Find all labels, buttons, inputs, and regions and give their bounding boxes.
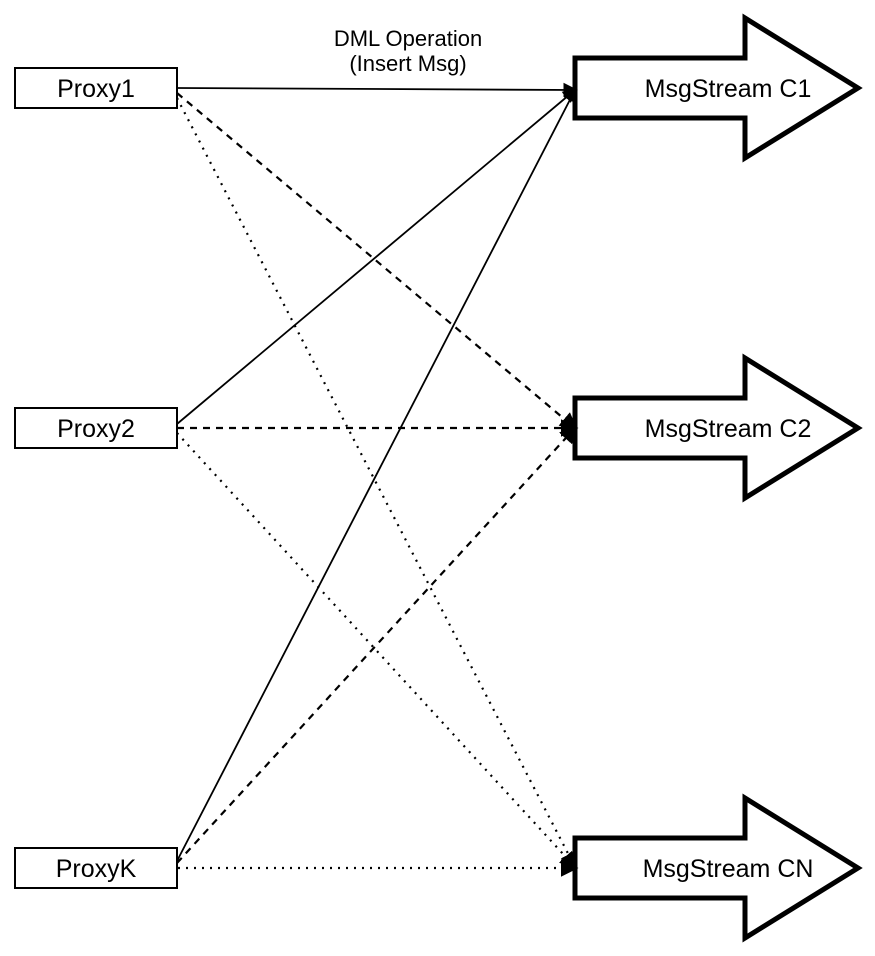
edge-proxy1-cn [176, 97, 577, 871]
proxy1-label: Proxy1 [57, 75, 135, 103]
edge-proxy2-c1 [176, 88, 578, 425]
edge-proxy2-cn [176, 432, 578, 870]
proxy2-node [14, 407, 178, 449]
edge-proxy1-c2 [176, 92, 578, 431]
proxy1-node [14, 67, 178, 109]
edge-title-line2: (Insert Msg) [349, 51, 466, 76]
stream-c2-label: MsgStream C2 [645, 415, 812, 443]
edge-proxyk-c1 [176, 87, 577, 862]
edge-title-line1: DML Operation [334, 26, 482, 51]
edge-proxyk-c2 [176, 425, 578, 864]
stream-c2-arrow-shape [572, 353, 863, 503]
edge-proxy1-c1 [176, 82, 578, 98]
proxy2-label: Proxy2 [57, 415, 135, 443]
stream-c1-arrow-shape [572, 13, 863, 163]
stream-cn-arrow-shape [572, 793, 863, 943]
stream-cn-label: MsgStream CN [643, 855, 814, 883]
stream-c1-label: MsgStream C1 [645, 75, 812, 103]
proxyk-label: ProxyK [56, 855, 137, 883]
proxyk-node [14, 847, 178, 889]
